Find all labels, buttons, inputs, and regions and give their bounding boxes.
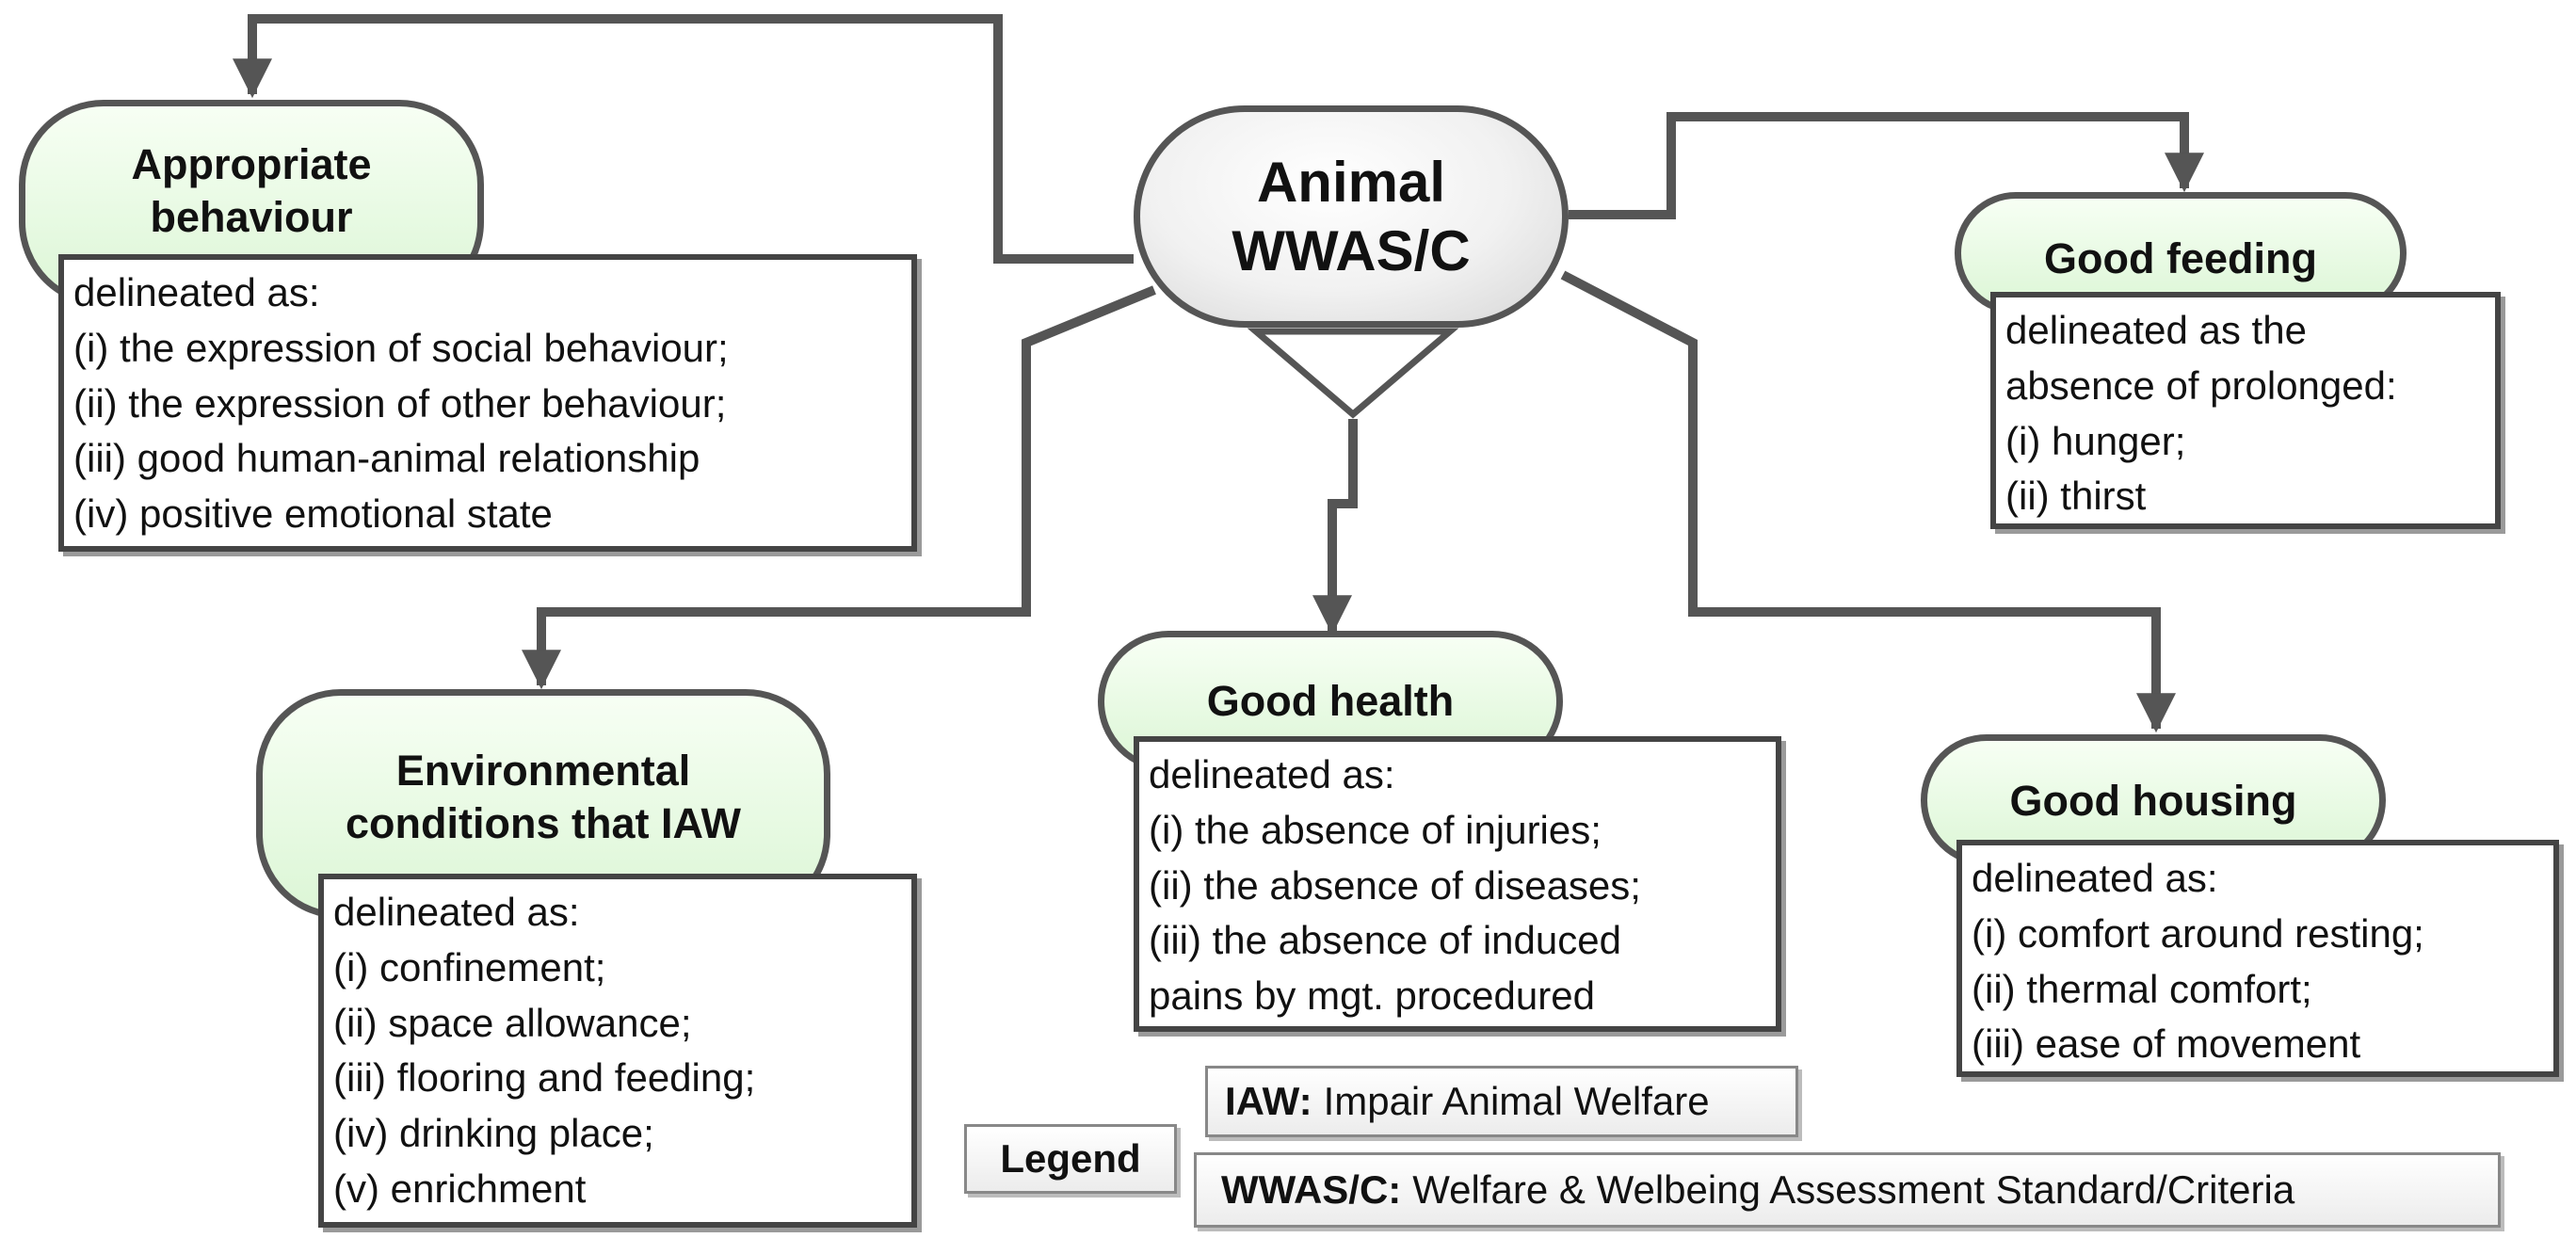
arrow-to-good-feeding xyxy=(1569,112,2204,219)
detail-line: delineated as the xyxy=(2005,308,2307,352)
legend-item-wwasc: WWAS/C: Welfare & Welbeing Assessment St… xyxy=(1194,1152,2501,1228)
detail-line: (i) confinement; xyxy=(333,944,606,989)
detail-line: delineated as: xyxy=(73,270,320,314)
good-health-title-line-1: Good health xyxy=(1206,677,1455,725)
center-node-animal-wwasc: Animal WWAS/C xyxy=(1134,105,1569,328)
node-good-feeding-details: delineated as the absence of prolonged: … xyxy=(1990,292,2501,529)
detail-line: (v) enrichment xyxy=(333,1166,587,1211)
detail-line: delineated as: xyxy=(1972,856,2218,900)
detail-line: (ii) the expression of other behaviour; xyxy=(73,380,727,426)
legend-label: Legend xyxy=(964,1124,1177,1194)
legend-text-wwasc: Welfare & Welbeing Assessment Standard/C… xyxy=(1412,1167,2295,1212)
environmental-title-line-1: Environmental xyxy=(395,747,691,795)
detail-line: (ii) space allowance; xyxy=(333,1000,692,1045)
arrow-to-environmental-conditions xyxy=(522,285,1156,690)
detail-line: delineated as: xyxy=(333,890,580,934)
node-environmental-conditions-details: delineated as: (i) confinement; (ii) spa… xyxy=(318,874,917,1228)
detail-line: (i) comfort around resting; xyxy=(1972,910,2424,956)
appropriate-behaviour-title-line-1: Appropriate xyxy=(131,140,372,188)
detail-line: (iii) flooring and feeding; xyxy=(333,1055,756,1101)
detail-line: delineated as: xyxy=(1149,752,1395,796)
legend-abbr-iaw: IAW: xyxy=(1225,1079,1312,1123)
detail-line: (iii) the absence of induced xyxy=(1149,918,1621,963)
detail-line: (ii) thirst xyxy=(2005,474,2147,519)
arrow-to-appropriate-behaviour xyxy=(233,14,1134,264)
appropriate-behaviour-title-line-2: behaviour xyxy=(150,193,353,242)
detail-line: (iii) good human-animal relationship xyxy=(73,436,700,481)
center-title-line-1: Animal xyxy=(1256,150,1446,214)
arrow-to-good-housing xyxy=(1560,270,2176,733)
node-appropriate-behaviour-details: delineated as: (i) the expression of soc… xyxy=(58,254,917,552)
detail-line: (i) the absence of injuries; xyxy=(1149,807,1602,852)
legend-text-iaw: Impair Animal Welfare xyxy=(1323,1079,1710,1123)
center-title-line-2: WWAS/C xyxy=(1232,219,1471,282)
good-housing-title-line-1: Good housing xyxy=(2009,777,2297,825)
detail-line: (iv) positive emotional state xyxy=(73,491,553,537)
detail-line: absence of prolonged: xyxy=(2005,362,2397,408)
environmental-title-line-2: conditions that IAW xyxy=(346,799,741,848)
detail-line: (ii) the absence of diseases; xyxy=(1149,862,1641,908)
legend-label-text: Legend xyxy=(1000,1136,1141,1181)
node-good-health-details: delineated as: (i) the absence of injuri… xyxy=(1134,736,1781,1032)
detail-line: (i) the expression of social behaviour; xyxy=(73,325,729,370)
good-feeding-title-line-1: Good feeding xyxy=(2044,234,2317,282)
detail-line: pains by mgt. procedured xyxy=(1149,973,1595,1019)
center-pointer xyxy=(1247,328,1459,419)
legend-item-iaw: IAW: Impair Animal Welfare xyxy=(1205,1066,1798,1137)
node-good-housing-details: delineated as: (i) comfort around restin… xyxy=(1956,840,2559,1077)
detail-line: (i) hunger; xyxy=(2005,418,2186,463)
detail-line: (ii) thermal comfort; xyxy=(1972,966,2312,1011)
legend-abbr-wwasc: WWAS/C: xyxy=(1221,1167,1402,1212)
detail-line: (iii) ease of movement xyxy=(1972,1021,2361,1067)
detail-line: (iv) drinking place; xyxy=(333,1111,654,1156)
arrow-to-good-health xyxy=(1312,419,1358,635)
